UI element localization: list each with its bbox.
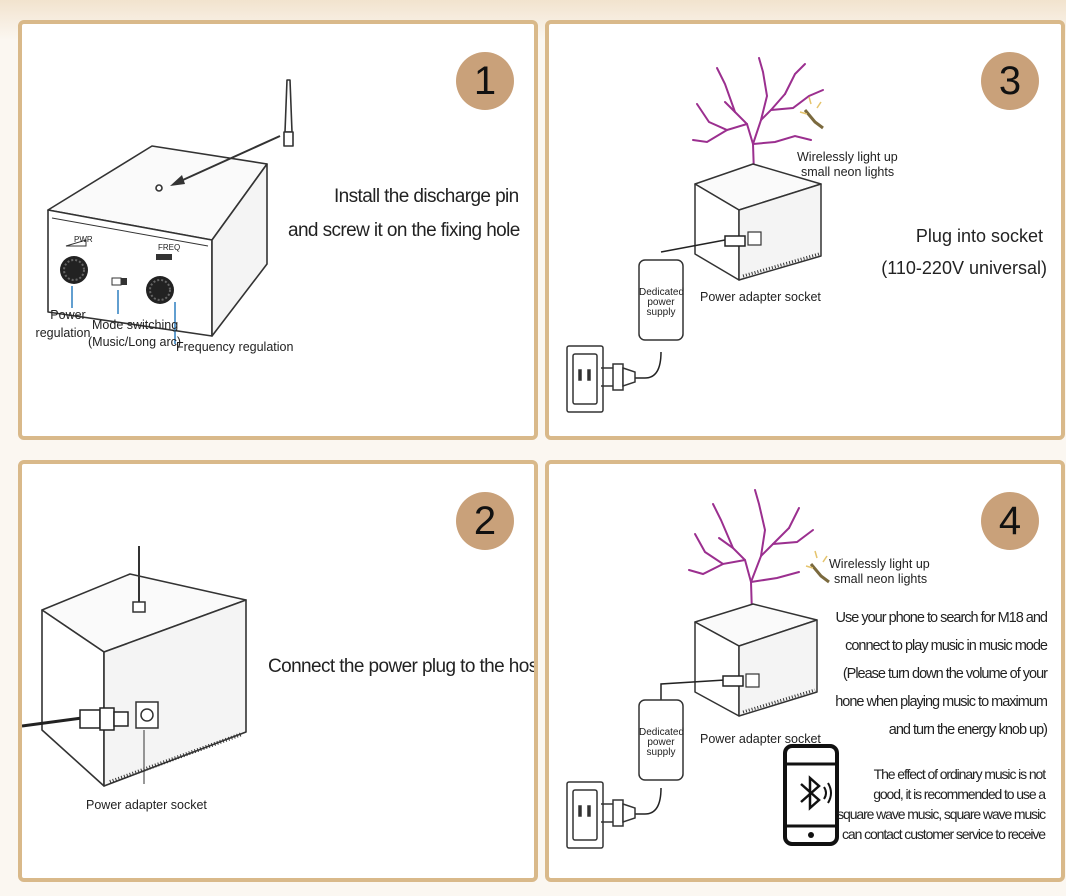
- power-supply-line-1: Dedicated: [639, 287, 685, 298]
- instruction-line-1: Plug into socket: [915, 226, 1043, 246]
- neon-label-line-2: small neon lights: [834, 572, 928, 586]
- neon-lamp-icon: [805, 550, 830, 584]
- power-regulation-line-2: regulation: [35, 326, 91, 340]
- pwr-label: PWR: [74, 235, 93, 244]
- power-plug-icon: [22, 707, 129, 731]
- power-regulation-line-1: Power: [50, 308, 86, 322]
- step-2-panel: 2 Connect the power plug to the host Pow…: [18, 460, 538, 882]
- freq-label: FREQ: [158, 243, 181, 252]
- plug-icon: [601, 363, 636, 391]
- instruction-line-2: and screw it on the fixing hole: [288, 220, 520, 241]
- wall-outlet-icon: [566, 781, 604, 849]
- power-supply-line-1: Dedicated: [639, 727, 685, 738]
- plug-icon: [601, 799, 636, 827]
- step-number-badge: 3: [981, 52, 1039, 110]
- note-line: square wave music, square wave music: [837, 806, 1046, 822]
- step-number-badge: 1: [456, 52, 514, 110]
- note-line: can contact customer service to receive: [842, 826, 1046, 842]
- instruction-line: and turn the energy knob up): [888, 722, 1048, 738]
- step-number-badge: 4: [981, 492, 1039, 550]
- device-box-icon: [694, 603, 818, 717]
- mode-switching-line-1: Mode switching: [92, 318, 179, 332]
- plug-in-illustration: [566, 57, 824, 413]
- instruction-line: Use your phone to search for M18 and: [835, 610, 1048, 626]
- power-supply-line-3: supply: [646, 747, 676, 758]
- freq-knob-icon: [146, 254, 174, 304]
- note-line: good, it is recommended to use a: [873, 786, 1046, 802]
- smartphone-bluetooth-icon: [783, 744, 839, 846]
- power-supply-line-3: supply: [646, 307, 676, 318]
- power-adapter-socket-label: Power adapter socket: [700, 732, 821, 746]
- instruction-line-2: (110-220V universal): [881, 258, 1047, 278]
- device-box-icon: [41, 573, 247, 787]
- instruction-block: Use your phone to search for M18 and con…: [835, 604, 1048, 744]
- neon-label-line-2: small neon lights: [801, 165, 895, 179]
- instruction-text: Connect the power plug to the host: [268, 656, 538, 677]
- neon-label-line-1: Wirelessly light up: [797, 150, 898, 164]
- wall-outlet-icon: [566, 345, 604, 413]
- device-side-illustration: [22, 546, 247, 787]
- step-4-panel: 4 Wirelessly light up small neon lights …: [545, 460, 1065, 882]
- note-line: The effect of ordinary music is not: [873, 766, 1046, 782]
- plasma-arc-icon: [688, 489, 814, 615]
- power-adapter-socket-label: Power adapter socket: [700, 290, 821, 304]
- bluetooth-music-illustration: [566, 489, 839, 849]
- pwr-knob-icon: [60, 239, 88, 284]
- power-adapter-socket-label: Power adapter socket: [86, 798, 207, 812]
- instruction-line: connect to play music in music mode: [845, 638, 1048, 654]
- step-3-panel: 3 Wirelessly light up small neon lights …: [545, 20, 1065, 440]
- neon-lamp-icon: [799, 96, 824, 130]
- power-supply-icon: [638, 259, 684, 341]
- instruction-line: hone when playing music to maximum: [835, 694, 1048, 710]
- arrow-head-icon: [170, 175, 185, 186]
- step-1-panel: 1 Install the discharge pin and screw it…: [18, 20, 538, 440]
- instruction-line: (Please turn down the volume of your: [842, 666, 1048, 682]
- device-front-illustration: [47, 79, 294, 344]
- neon-label-line-1: Wirelessly light up: [829, 557, 930, 571]
- mode-switch-icon: [111, 277, 127, 286]
- frequency-regulation-label: Frequency regulation: [176, 340, 294, 354]
- power-supply-icon: [638, 699, 684, 781]
- plasma-arc-icon: [692, 57, 824, 175]
- power-socket-icon: [747, 231, 762, 246]
- note-block: The effect of ordinary music is not good…: [837, 764, 1046, 844]
- step-number-badge: 2: [456, 492, 514, 550]
- power-socket-icon: [135, 701, 159, 729]
- power-supply-line-2: power: [647, 297, 675, 308]
- instruction-line-1: Install the discharge pin: [334, 186, 519, 207]
- device-box-icon: [694, 163, 822, 281]
- power-socket-icon: [745, 673, 760, 688]
- mode-switching-line-2: (Music/Long arc): [88, 335, 182, 349]
- power-supply-line-2: power: [647, 737, 675, 748]
